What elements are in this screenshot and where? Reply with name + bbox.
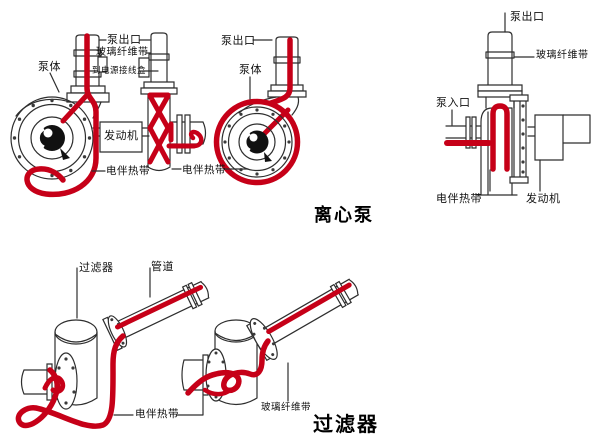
label-pump3-heat-tape: 电伴热带 [436, 193, 482, 205]
label-filter2-fiberglass: 玻璃纤维带 [261, 403, 312, 413]
xpipe-drawing [138, 32, 207, 172]
label-pump1-junction: 到电源接线盒 [92, 65, 147, 75]
pump1-drawing [10, 33, 150, 198]
label-pump1-fiberglass: 玻璃纤维带 [96, 47, 149, 58]
label-pump3-engine: 发动机 [526, 193, 561, 205]
label-pump1-outlet: 泵出口 [107, 34, 142, 46]
label-middle-heat-tape: 电伴热带 [182, 165, 226, 176]
filter1-drawing [15, 280, 210, 429]
label-filter1-pipe: 管道 [151, 261, 174, 273]
label-filter1-name: 过滤器 [79, 262, 114, 274]
leader-lines [49, 12, 541, 416]
section-title-pump: 离心泵 [314, 205, 374, 225]
label-pump1-heat-tape: 电伴热带 [106, 166, 150, 177]
label-pump3-inlet: 泵入口 [436, 97, 471, 109]
filter2-drawing [181, 278, 359, 406]
label-pump2-outlet: 泵出口 [221, 35, 256, 47]
pump3-drawing [444, 31, 591, 196]
label-pump3-fiberglass: 玻璃纤维带 [536, 50, 589, 61]
pump2-drawing [213, 36, 307, 186]
label-pump2-body: 泵体 [239, 64, 262, 76]
label-pump3-outlet: 泵出口 [510, 11, 545, 23]
label-filter1-heat-tape: 电伴热带 [135, 409, 179, 420]
label-pump1-engine: 发动机 [104, 130, 139, 142]
section-title-filter: 过滤器 [313, 414, 379, 436]
label-pump1-body: 泵体 [38, 61, 61, 73]
